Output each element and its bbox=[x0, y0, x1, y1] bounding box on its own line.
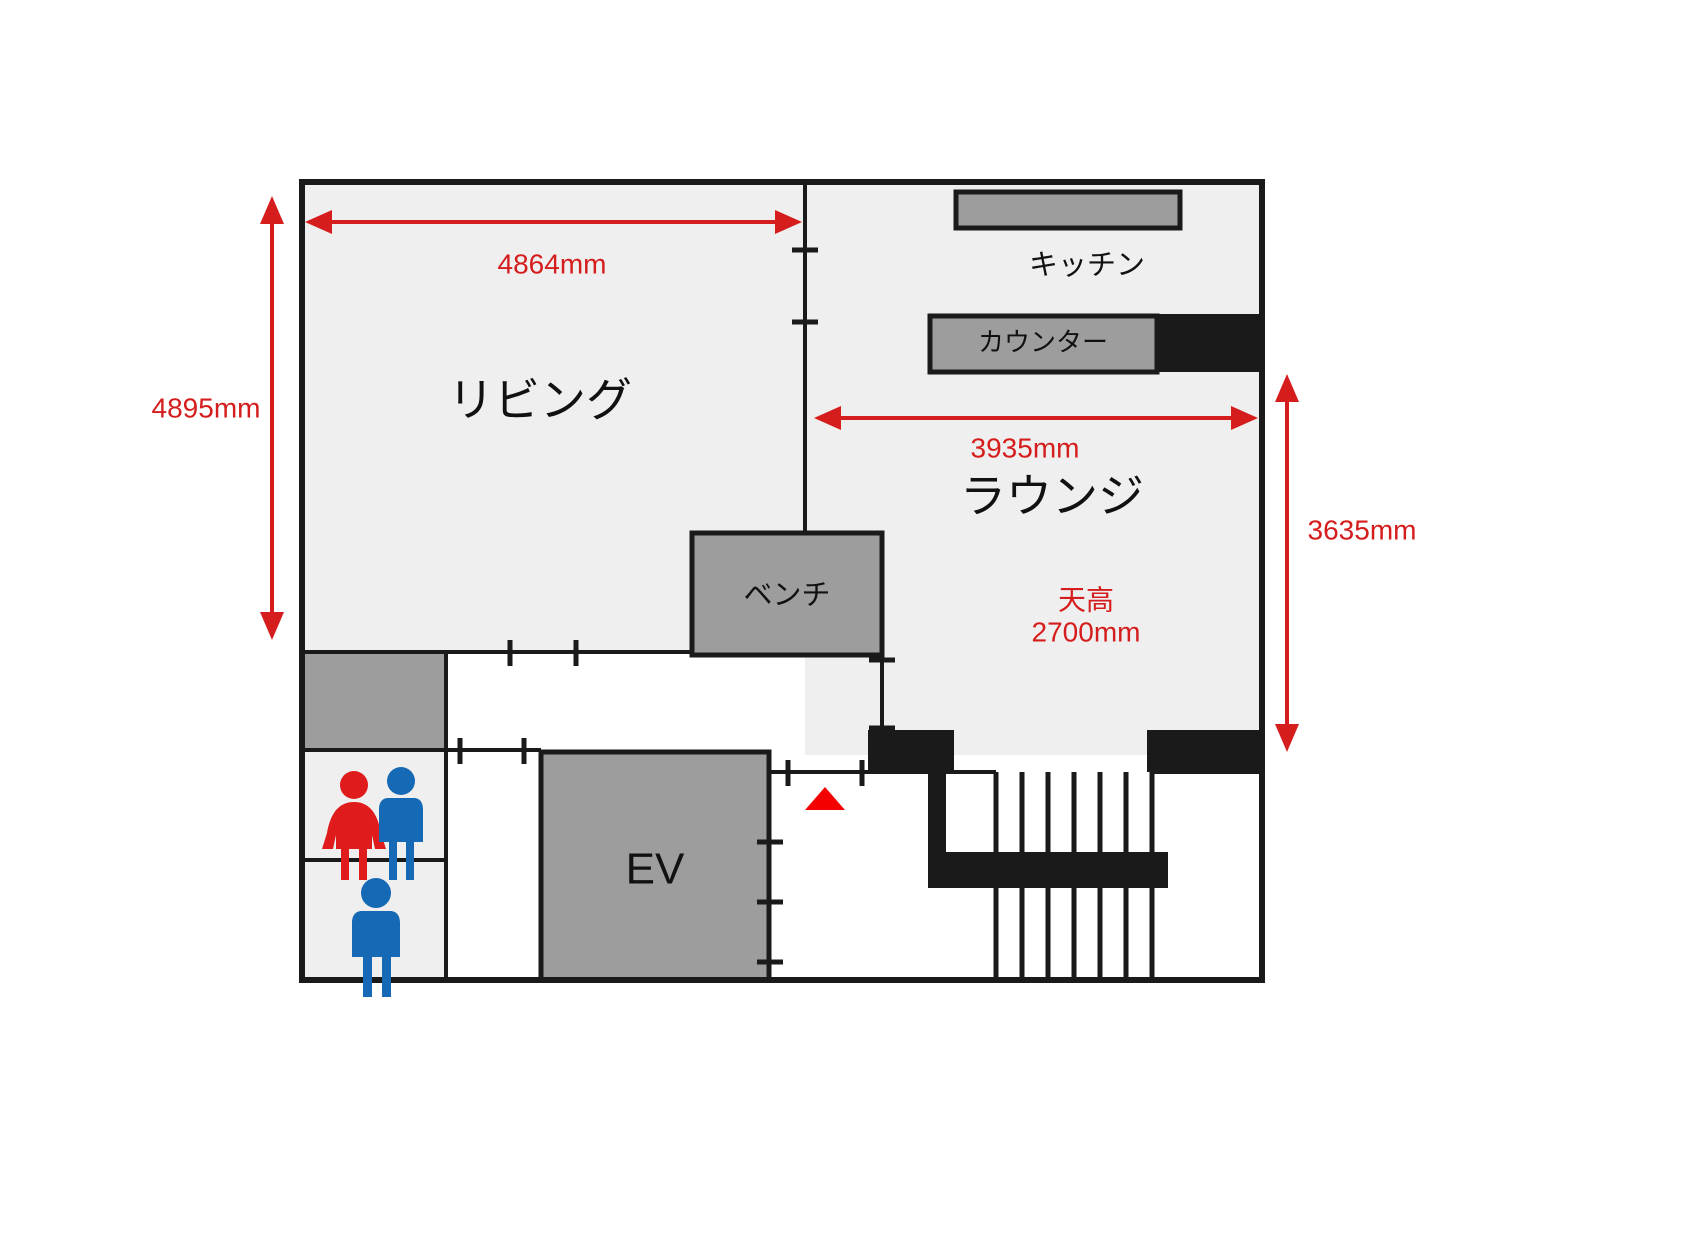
restroom-unisex-icon bbox=[322, 767, 423, 880]
service-gray-block bbox=[302, 652, 446, 750]
bench-block bbox=[692, 533, 882, 655]
elevator-label: EV bbox=[626, 845, 685, 894]
dimension-living-width-label: 4864mm bbox=[498, 248, 607, 279]
kitchen-label: キッチン bbox=[1029, 250, 1145, 282]
ceiling-height-annotation: 天高 2700mm bbox=[1032, 584, 1141, 647]
dimension-lounge-width: 3935mm bbox=[814, 406, 1258, 463]
living-room-label: リビング bbox=[448, 374, 632, 426]
ceiling-height-label: 天高 bbox=[1058, 584, 1114, 615]
furniture-blocks bbox=[302, 189, 1262, 983]
lounge-room-label: ラウンジ bbox=[960, 470, 1144, 522]
dimension-overall-height: 4895mm bbox=[152, 196, 284, 640]
dimension-living-width: 4864mm bbox=[305, 210, 802, 279]
red-triangle-marker-icon bbox=[805, 787, 845, 810]
room-fills bbox=[302, 182, 1262, 980]
counter-label: カウンター bbox=[978, 327, 1108, 357]
wall-block-stair-right bbox=[1147, 730, 1262, 772]
kitchen-cabinet-block bbox=[956, 192, 1180, 228]
staircase-icon bbox=[928, 772, 1168, 980]
kitchen-cabinet-outline bbox=[953, 189, 1183, 231]
elevator-block[interactable] bbox=[541, 752, 769, 980]
dimension-lounge-width-label: 3935mm bbox=[971, 432, 1080, 463]
dimension-overall-height-label: 4895mm bbox=[152, 392, 261, 423]
building-outline bbox=[299, 179, 1265, 983]
ceiling-height-value: 2700mm bbox=[1032, 616, 1141, 647]
opening-tick-marks bbox=[457, 247, 895, 965]
bench-label: ベンチ bbox=[743, 580, 830, 612]
wall-block-kitchen-right bbox=[1157, 314, 1262, 372]
stair-landing-bar bbox=[928, 852, 1168, 888]
dimension-lounge-height: 3635mm bbox=[1275, 374, 1416, 752]
counter-block bbox=[930, 316, 1157, 372]
restroom-male-icon bbox=[352, 878, 400, 997]
dimension-lounge-height-label: 3635mm bbox=[1308, 514, 1417, 545]
